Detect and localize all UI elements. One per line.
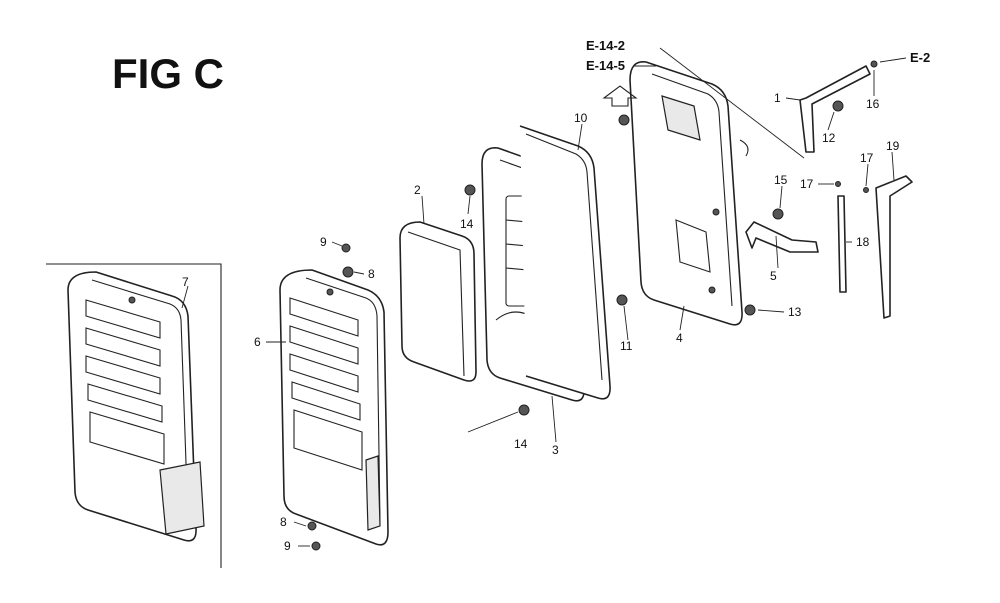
ref-label-top2: E-14-5: [586, 58, 625, 73]
part-callout-8a: 8: [368, 267, 375, 281]
part-callout-8b: 8: [280, 515, 287, 529]
part-callout-12: 12: [822, 131, 836, 145]
part-callout-3: 3: [552, 443, 559, 457]
bent-rod: [875, 175, 913, 319]
clip-16: [870, 60, 878, 68]
cover-inner: [279, 269, 389, 546]
ref-label-right: E-2: [910, 50, 930, 65]
part-callout-17a: 17: [800, 177, 814, 191]
clip-9a: [341, 243, 351, 253]
subassembly-bracket: [46, 263, 222, 568]
breather-tube: [799, 65, 871, 153]
part-callout-11: 11: [620, 339, 633, 353]
rod: [837, 195, 847, 293]
part-callouts: 1 2 3 4 5 6 7 8 8 9 9 10 11 12 13 14 14 …: [182, 91, 900, 553]
part-callout-6: 6: [254, 335, 261, 349]
part-callout-2: 2: [414, 183, 421, 197]
bracket: [745, 221, 819, 253]
gasket: [519, 125, 628, 400]
part-callout-14a: 14: [460, 217, 474, 231]
figure-title: FIG C: [112, 50, 224, 97]
part-callout-16: 16: [866, 97, 880, 111]
tube-leader: [659, 47, 805, 159]
part-callout-15: 15: [774, 173, 788, 187]
cover-outer: [67, 271, 205, 542]
part-callout-17b: 17: [860, 151, 874, 165]
clip-17a: [835, 181, 841, 187]
grommet-8a: [342, 266, 354, 278]
ref-label-top1: E-14-2: [586, 38, 625, 53]
filter-element: [399, 221, 477, 382]
part-callout-9b: 9: [284, 539, 291, 553]
direction-arrow: [602, 85, 638, 107]
part-callout-18: 18: [856, 235, 870, 249]
part-callout-9a: 9: [320, 235, 327, 249]
part-callout-10: 10: [574, 111, 588, 125]
grommet-8b: [307, 521, 317, 531]
bolt-13: [744, 304, 756, 316]
nut-12: [832, 100, 844, 112]
clip-9b: [311, 541, 321, 551]
part-callout-7: 7: [182, 275, 189, 289]
part-callout-1: 1: [774, 91, 781, 105]
part-callout-5: 5: [770, 269, 777, 283]
base-plate: [618, 61, 749, 326]
part-callout-13: 13: [788, 305, 802, 319]
nut-15: [772, 208, 784, 220]
part-callout-14b: 14: [514, 437, 528, 451]
leader-lines: [181, 57, 907, 547]
clip-17b: [863, 187, 869, 193]
part-callout-4: 4: [676, 331, 683, 345]
part-callout-19: 19: [886, 139, 900, 153]
